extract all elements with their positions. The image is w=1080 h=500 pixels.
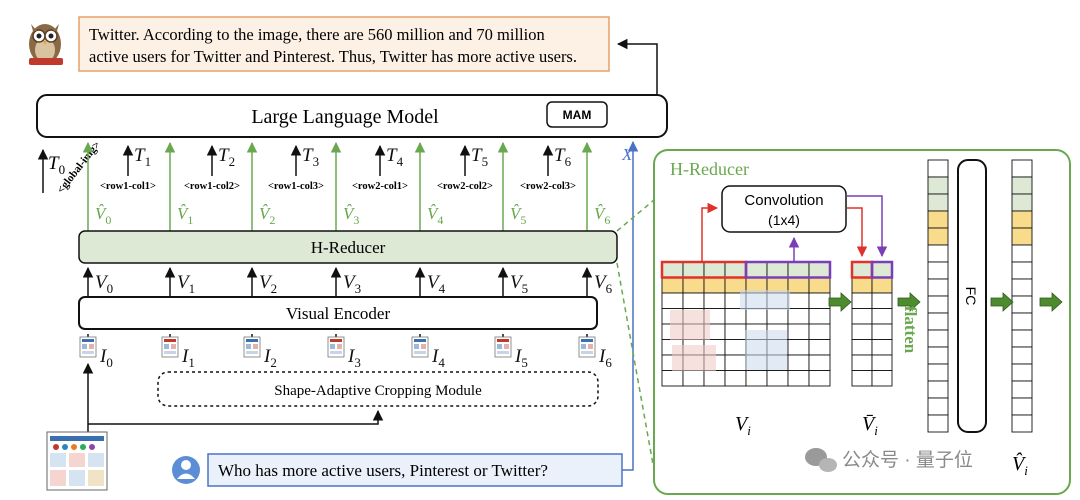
watermark: 公众号 · 量子位 <box>842 449 973 471</box>
reduced-feature-label: V̂3 <box>343 204 359 227</box>
row-col-token: <row2-col3> <box>520 181 576 192</box>
reduced-feature-label: V̂0 <box>95 204 111 227</box>
conv-output-red-arrow <box>847 207 868 258</box>
text-token-label: T4 <box>386 145 404 169</box>
user-avatar-icon <box>172 456 200 484</box>
answer-text-line1: Twitter. According to the image, there a… <box>89 25 545 44</box>
convolution-label: Convolution <box>744 192 823 209</box>
crop-thumbnail-icon <box>411 336 429 358</box>
fc-box <box>957 159 987 433</box>
visual-feature-label: V6 <box>594 272 613 296</box>
row-col-token: <row1-col2> <box>184 181 240 192</box>
vbar-label: V̄i <box>862 413 878 438</box>
vhat-label: V̂i <box>1012 452 1028 478</box>
visual-feature-label: V1 <box>177 272 195 296</box>
owl-logo-icon <box>29 24 63 65</box>
reduced-feature-label: V̂4 <box>427 204 443 227</box>
input-image-thumbnail <box>46 431 108 491</box>
text-input-x-label: X <box>621 145 633 164</box>
vi-label: Vi <box>735 413 751 438</box>
visual-feature-label: V3 <box>343 272 361 296</box>
image-crop-label: I3 <box>347 346 361 370</box>
visual-feature-label: V5 <box>510 272 528 296</box>
visual-feature-label: V2 <box>259 272 277 296</box>
text-token-t0: T0 <box>48 153 65 177</box>
image-crop-label: I4 <box>431 346 445 370</box>
question-input-arrow <box>622 140 639 471</box>
row-col-token: <row2-col1> <box>352 181 408 192</box>
zoom-line-bottom <box>616 262 655 471</box>
question-box <box>207 453 623 487</box>
convolution-kernel-label: (1x4) <box>768 212 800 228</box>
convolution-box <box>721 185 847 233</box>
visual-feature-label: V0 <box>95 272 113 296</box>
h-reducer-label: H-Reducer <box>311 238 386 257</box>
cropping-module-label: Shape-Adaptive Cropping Module <box>274 383 482 399</box>
detail-title: H-Reducer <box>670 159 749 179</box>
block-arrow-icon <box>897 292 921 312</box>
visual-feature-label: V4 <box>427 272 446 296</box>
block-arrow-icon <box>1039 292 1063 312</box>
reduced-feature-label: V̂1 <box>177 204 193 227</box>
reduced-feature-label: V̂2 <box>259 204 275 227</box>
row-col-token: <row1-col1> <box>100 181 156 192</box>
llm-label: Large Language Model <box>251 106 439 128</box>
llm-box <box>36 94 668 138</box>
llm-output-arrow <box>616 38 658 95</box>
crop-thumbnail-icon <box>494 336 512 358</box>
zoom-line-top <box>616 199 655 232</box>
block-arrow-icon <box>990 292 1014 312</box>
crop-thumbnail-icon <box>161 336 179 358</box>
image-crop-label: I5 <box>514 346 528 370</box>
vi-feature-grid <box>660 260 832 387</box>
block-arrow-icon <box>828 292 852 312</box>
wechat-icon <box>805 448 837 472</box>
image-crop-label: I2 <box>263 346 277 370</box>
fc-label: FC <box>963 287 979 306</box>
flatten-label: flatten <box>901 306 920 354</box>
mam-label: MAM <box>563 108 592 122</box>
crop-input-arrow <box>88 409 384 425</box>
conv-input-red-arrow <box>701 202 719 262</box>
visual-encoder-box <box>78 296 598 330</box>
text-token-label: T3 <box>302 145 319 169</box>
answer-text-line2: active users for Twitter and Pinterest. … <box>89 47 577 66</box>
image-crop-label: I1 <box>181 346 195 370</box>
text-token-label: T6 <box>554 145 572 169</box>
image-crop-label: I6 <box>598 346 612 370</box>
cropping-module-box <box>157 371 599 407</box>
crop-thumbnail-icon <box>243 336 261 358</box>
row-col-token: <row1-col3> <box>268 181 324 192</box>
text-token-label: T1 <box>134 145 151 169</box>
crop-thumbnail-icon <box>578 336 596 358</box>
text-token-label: T5 <box>471 145 488 169</box>
answer-box <box>78 16 610 72</box>
reduced-feature-label: V̂6 <box>594 204 610 227</box>
vbar-feature-grid <box>850 260 894 387</box>
visual-encoder-label: Visual Encoder <box>286 304 391 323</box>
mam-box <box>546 101 608 128</box>
flattened-column <box>927 159 949 433</box>
h-reducer-bar <box>78 230 618 264</box>
conv-output-purple-arrow <box>847 195 888 258</box>
row-col-token: <row2-col2> <box>437 181 493 192</box>
question-text: Who has more active users, Pinterest or … <box>218 461 548 480</box>
image-crop-label: I0 <box>99 346 113 370</box>
crop-thumbnail-icon <box>327 336 345 358</box>
crop-thumbnail-icon <box>79 336 97 358</box>
text-token-label: T2 <box>218 145 235 169</box>
output-column <box>1011 159 1033 433</box>
reduced-feature-label: V̂5 <box>510 204 526 227</box>
